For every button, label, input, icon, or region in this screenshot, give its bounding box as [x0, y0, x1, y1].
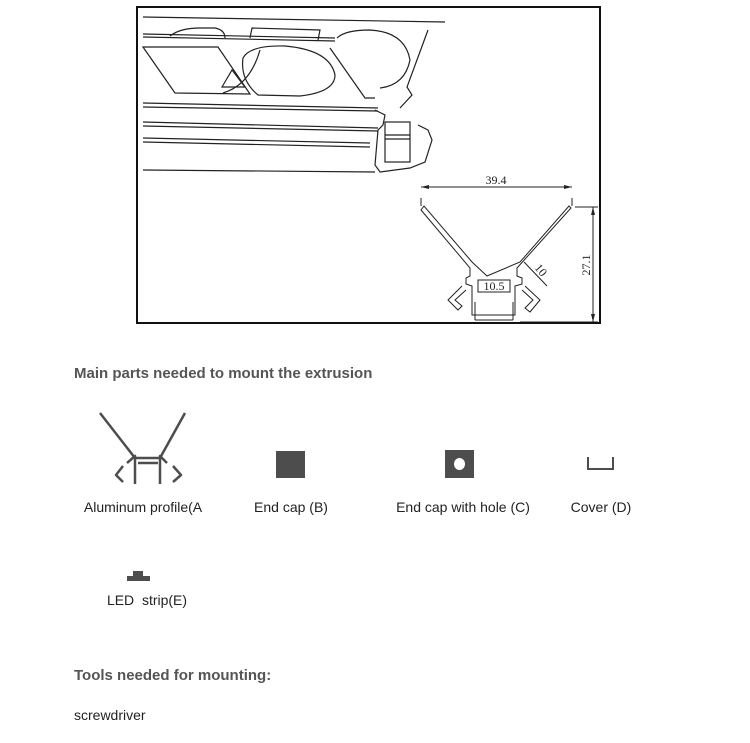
- end-cap-hole-icon: [445, 450, 474, 478]
- dimension-channel-width: 10.5: [484, 279, 505, 293]
- profile-icon: [99, 412, 187, 484]
- parts-heading: Main parts needed to mount the extrusion: [74, 365, 373, 382]
- tool-item-screwdriver: screwdriver: [74, 707, 146, 723]
- dimension-width-top: 39.4: [486, 173, 507, 187]
- cover-icon: [587, 457, 614, 470]
- part-label-led-strip: LED strip(E): [106, 592, 188, 608]
- led-strip-icon: [127, 571, 150, 581]
- part-label-cover: Cover (D): [570, 499, 632, 515]
- end-cap-icon: [276, 451, 305, 478]
- tools-heading: Tools needed for mounting:: [74, 667, 272, 684]
- cross-section-profile: 39.4 27.1 10.5 10: [420, 173, 598, 323]
- extrusion-drawing: 39.4 27.1 10.5 10: [141, 16, 598, 323]
- part-label-aluminum-profile: Aluminum profile(A: [83, 499, 203, 515]
- isometric-extrusion-view: [141, 16, 446, 173]
- dimension-height: 27.1: [579, 255, 593, 276]
- part-label-end-cap: End cap (B): [254, 499, 328, 515]
- part-label-end-cap-hole: End cap with hole (C): [396, 499, 530, 515]
- dimension-side: 10: [532, 261, 550, 279]
- technical-drawing-frame: 39.4 27.1 10.5 10: [136, 6, 601, 324]
